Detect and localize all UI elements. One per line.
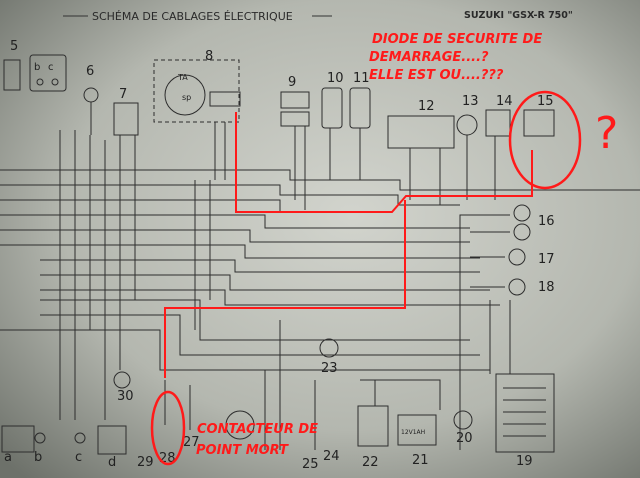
component-8-sp: sp (182, 93, 191, 102)
wire (40, 259, 480, 273)
component-8-switch (153, 59, 241, 123)
connector-5-side (3, 59, 21, 91)
lamp-17 (508, 248, 526, 266)
component-8-terminal (209, 91, 241, 107)
component-21-body (397, 414, 437, 446)
annotation-diode: DIODE DE SECURITE DE DEMARRAGE....? ELLE… (369, 32, 542, 83)
annotation-line-3: ELLE EST OU....??? (369, 68, 504, 83)
component-10-number: 10 (327, 71, 344, 86)
lamp-18 (508, 278, 526, 296)
connector-a-letter: a (4, 450, 12, 465)
component-5-number: 5 (10, 39, 18, 54)
component-18-number: 18 (538, 280, 555, 295)
wire (459, 214, 510, 450)
connector-b-body (34, 432, 46, 444)
wire (0, 329, 490, 371)
component-8-ta: TA (177, 73, 188, 82)
component-30-body (113, 371, 131, 389)
pin (51, 78, 59, 86)
component-27-stator (225, 410, 255, 440)
lamps (508, 204, 531, 296)
component-27-number: 27 (183, 435, 200, 450)
component-numbers: 5 6 7 8 9 10 11 12 13 14 15 16 17 18 19 … (4, 39, 555, 472)
wire (40, 289, 500, 306)
connector-d-body (97, 425, 127, 455)
component-20-body (453, 410, 473, 430)
wire (0, 214, 470, 229)
circle-around-28 (150, 390, 186, 466)
component-24-number: 24 (323, 449, 340, 464)
component-17-number: 17 (538, 252, 555, 267)
connector-d-letter: d (108, 455, 116, 470)
wire (0, 184, 460, 206)
component-7-box (113, 102, 139, 136)
component-21-number: 21 (412, 453, 429, 468)
highlighted-wires (164, 112, 533, 378)
diagram-title: SCHÉMA DE CABLAGES ÉLECTRIQUE (92, 10, 293, 23)
connector-a-body (1, 425, 35, 453)
wire (360, 379, 441, 410)
component-10-body (321, 87, 343, 129)
component-6-number: 6 (86, 64, 94, 79)
component-20-number: 20 (456, 431, 473, 446)
annotation-contact-line-1: CONTACTEUR DE (197, 422, 318, 437)
component-12-number: 12 (418, 99, 435, 114)
annotation-contact-line-2: POINT MORT (196, 443, 289, 458)
component-30-number: 30 (117, 389, 134, 404)
component-19-body (495, 373, 555, 453)
connector-c-letter: c (75, 450, 82, 465)
lamp-16b (513, 223, 531, 241)
red-wire-to-15 (235, 112, 533, 213)
annotation-question-mark: ? (595, 108, 618, 159)
component-9-body (280, 91, 310, 109)
bottom-components (1, 338, 473, 455)
component-15-number: 15 (537, 94, 554, 109)
component-22-body (357, 405, 389, 447)
annotation-contact: CONTACTEUR DE POINT MORT (196, 422, 318, 458)
component-14-body (485, 109, 511, 137)
wire-harness (0, 122, 640, 450)
upper-connectors (280, 87, 555, 149)
component-23-body (319, 338, 339, 358)
wire (0, 229, 470, 243)
connector-b-letter: b (34, 450, 42, 465)
component-16-number: 16 (538, 214, 555, 229)
component-13-number: 13 (462, 94, 479, 109)
component-5-connector (3, 54, 67, 92)
lamp-16a (513, 204, 531, 222)
circle-around-15 (508, 90, 582, 190)
component-23-number: 23 (321, 361, 338, 376)
component-12-body (387, 115, 455, 149)
component-8-dial (164, 74, 206, 116)
wire (40, 314, 480, 356)
component-19-number: 19 (516, 454, 533, 469)
component-11-number: 11 (353, 71, 370, 86)
pin (36, 78, 44, 86)
component-29-number: 29 (137, 455, 154, 470)
annotation-line-2: DEMARRAGE....? (369, 50, 489, 65)
connector-5-body (29, 54, 67, 92)
annotation-line-1: DIODE DE SECURITE DE (372, 32, 542, 47)
connector-5-pin-c: c (48, 62, 54, 73)
model-name: SUZUKI "GSX-R 750" (464, 10, 573, 21)
component-8-number: 8 (205, 49, 213, 64)
component-6 (83, 87, 99, 135)
component-8-frame (153, 59, 240, 123)
component-9-number: 9 (288, 75, 296, 90)
wire (0, 244, 480, 259)
red-wire-to-28 (164, 200, 406, 378)
component-22-number: 22 (362, 455, 379, 470)
component-19-block (495, 373, 555, 453)
component-25-number: 25 (302, 457, 319, 472)
component-7-number: 7 (119, 87, 127, 102)
component-15-body (523, 109, 555, 137)
connector-c-body (74, 432, 86, 444)
component-14-number: 14 (496, 94, 513, 109)
connector-5-pin-b: b (34, 62, 40, 73)
component-21-rating: 12V1AH (401, 429, 425, 436)
